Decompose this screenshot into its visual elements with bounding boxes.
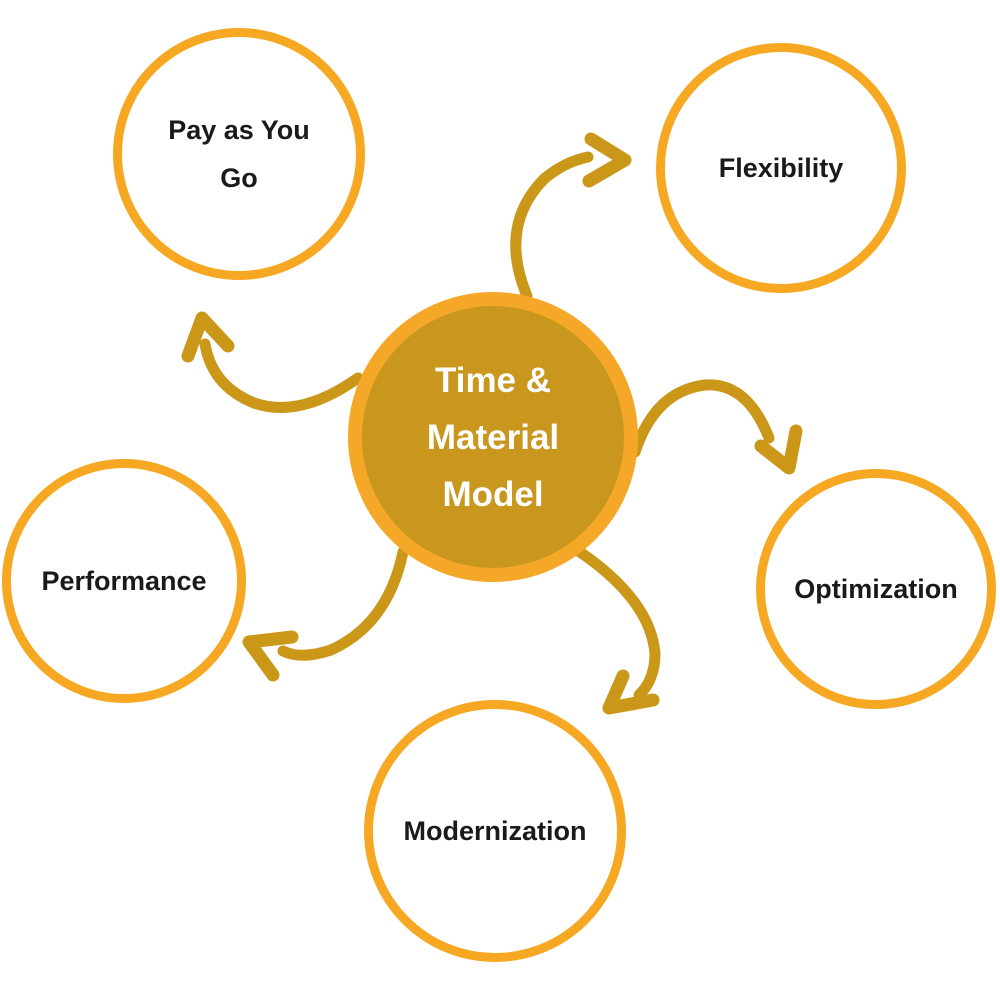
- arrow-center-to-flexibility: [510, 132, 632, 302]
- node-flexibility: Flexibility: [656, 43, 906, 293]
- center-label-line-1: Time &: [434, 360, 552, 400]
- node-optimization: Optimization: [756, 469, 996, 709]
- arrow-center-to-modernization: [574, 546, 661, 715]
- arrow-center-to-performance: [242, 546, 409, 682]
- arrow-center-to-pay-as-you-go: [181, 311, 364, 413]
- node-pay-as-you-go: Pay as You Go: [113, 28, 365, 280]
- node-performance-label: Performance: [41, 566, 207, 596]
- arrow-center-to-optimization: [629, 379, 803, 475]
- node-pay-as-you-go-label: Pay as You Go: [168, 115, 310, 193]
- node-modernization: Modernization: [364, 700, 626, 962]
- center-label-line-3: Model: [442, 474, 544, 514]
- node-modernization-label: Modernization: [403, 816, 587, 846]
- node-performance: Performance: [2, 459, 246, 703]
- center-label-line-2: Material: [426, 417, 560, 457]
- node-flexibility-label: Flexibility: [718, 153, 844, 183]
- node-optimization-label: Optimization: [794, 574, 958, 604]
- center-node-time-material-model: Time & Material Model: [348, 292, 638, 582]
